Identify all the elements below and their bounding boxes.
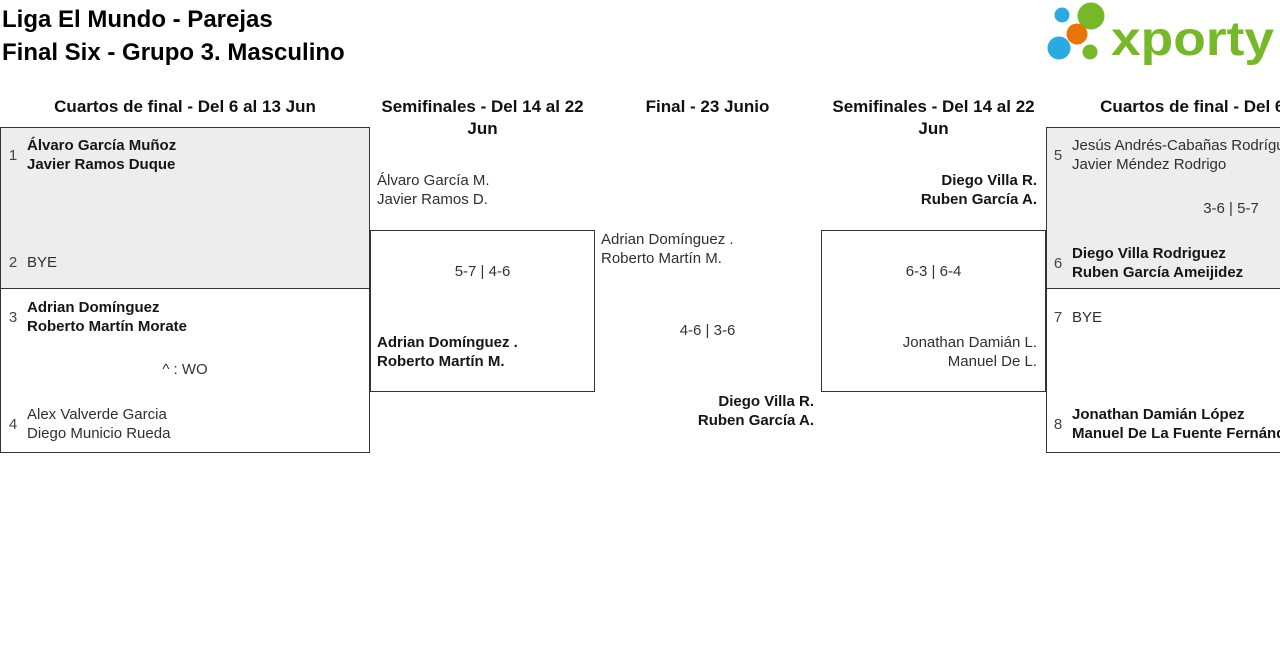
player-name: Javier Méndez Rodrigo bbox=[1072, 156, 1227, 173]
page-title: Liga El Mundo - Parejas Final Six - Grup… bbox=[2, 3, 345, 69]
entry-seed-6: 6 Diego Villa Rodriguez Ruben García Ame… bbox=[1052, 244, 1243, 282]
xporty-logo-icon: xporty bbox=[1047, 2, 1274, 66]
player-name: Jonathan Damián López bbox=[1072, 406, 1245, 423]
player-name: Roberto Martín M. bbox=[601, 250, 722, 267]
player-name: Diego Villa R. bbox=[718, 393, 814, 410]
player-name: BYE bbox=[27, 254, 58, 271]
player-name: BYE bbox=[1072, 309, 1103, 326]
sf-right-team-top: Diego Villa R. Ruben García A. bbox=[821, 171, 1037, 209]
sf-left-team-bottom: Adrian Domínguez . Roberto Martín M. bbox=[377, 333, 518, 371]
sf-left-score: 5-7 | 4-6 bbox=[454, 263, 511, 280]
match-qf-left-top[interactable] bbox=[0, 127, 370, 289]
xporty-logo[interactable]: xporty bbox=[1043, 2, 1280, 68]
player-name: Adrian Domínguez . bbox=[377, 334, 518, 351]
player-name: Diego Municio Rueda bbox=[27, 425, 171, 442]
player-name: Javier Ramos Duque bbox=[27, 156, 176, 173]
player-name: Diego Villa R. bbox=[941, 172, 1037, 189]
player-name: Ruben García A. bbox=[920, 191, 1037, 208]
player-name: Ruben García Ameijidez bbox=[1072, 264, 1244, 281]
round-header-sf-left: Semifinales - Del 14 al 22 Jun bbox=[381, 97, 584, 138]
sf-left-team-top: Álvaro García M. Javier Ramos D. bbox=[377, 171, 490, 209]
match-sf-right[interactable] bbox=[821, 230, 1046, 392]
round-header-sf-right: Semifinales - Del 14 al 22 Jun bbox=[832, 97, 1035, 138]
player-name: Álvaro García Muñoz bbox=[27, 137, 177, 154]
player-name: Ruben García A. bbox=[697, 412, 814, 429]
final-team-top: Adrian Domínguez . Roberto Martín M. bbox=[601, 230, 734, 268]
seed-number: 7 bbox=[1053, 309, 1063, 326]
match-qf-left-bottom[interactable] bbox=[0, 288, 370, 453]
player-name: Adrian Domínguez bbox=[27, 299, 160, 316]
sf-right-score: 6-3 | 6-4 bbox=[905, 263, 962, 280]
walkover-note: ^ : WO bbox=[162, 361, 208, 378]
seed-number: 2 bbox=[8, 254, 18, 271]
final-team-bottom: Diego Villa R. Ruben García A. bbox=[595, 392, 814, 430]
round-header-qf-right: Cuartos de final - Del 6 al 13 Jun bbox=[1100, 97, 1280, 116]
round-header-qf-left: Cuartos de final - Del 6 al 13 Jun bbox=[54, 97, 316, 116]
player-name: Roberto Martín Morate bbox=[27, 318, 188, 335]
sf-right-team-bottom: Jonathan Damián L. Manuel De L. bbox=[821, 333, 1037, 371]
entry-seed-7: 7 BYE bbox=[1052, 308, 1102, 327]
player-name: Álvaro García M. bbox=[377, 172, 490, 189]
player-name: Manuel De La Fuente Fernández bbox=[1072, 425, 1280, 442]
qf-right-top-score: 3-6 | 5-7 bbox=[1203, 200, 1259, 217]
match-sf-left[interactable] bbox=[370, 230, 595, 392]
page-title-line1: Liga El Mundo - Parejas bbox=[2, 6, 273, 33]
player-name: Roberto Martín M. bbox=[377, 353, 505, 370]
player-name: Manuel De L. bbox=[947, 353, 1037, 370]
entry-seed-8: 8 Jonathan Damián López Manuel De La Fue… bbox=[1052, 405, 1280, 443]
player-name: Alex Valverde Garcia bbox=[27, 406, 167, 423]
xporty-logo-text: xporty bbox=[1111, 13, 1274, 66]
player-name: Jesús Andrés-Cabañas Rodríguez bbox=[1072, 137, 1280, 154]
match-qf-right-bottom[interactable] bbox=[1046, 288, 1280, 453]
entry-seed-2: 2 BYE bbox=[7, 253, 57, 272]
seed-number: 3 bbox=[8, 308, 18, 326]
seed-number: 5 bbox=[1053, 146, 1063, 164]
player-name: Jonathan Damián L. bbox=[902, 334, 1037, 351]
entry-seed-4: 4 Alex Valverde Garcia Diego Municio Rue… bbox=[7, 405, 171, 443]
round-header-final: Final - 23 Junio bbox=[645, 97, 770, 116]
entry-seed-1: 1 Álvaro García Muñoz Javier Ramos Duque bbox=[7, 136, 176, 174]
entry-seed-5: 5 Jesús Andrés-Cabañas Rodríguez Javier … bbox=[1052, 136, 1280, 174]
final-score: 4-6 | 3-6 bbox=[679, 322, 736, 339]
player-name: Javier Ramos D. bbox=[377, 191, 488, 208]
player-name: Adrian Domínguez . bbox=[601, 231, 734, 248]
seed-number: 4 bbox=[8, 415, 18, 433]
seed-number: 6 bbox=[1053, 254, 1063, 272]
seed-number: 8 bbox=[1053, 415, 1063, 433]
match-qf-right-top[interactable] bbox=[1046, 127, 1280, 289]
seed-number: 1 bbox=[8, 146, 18, 164]
entry-seed-3: 3 Adrian Domínguez Roberto Martín Morate bbox=[7, 298, 187, 336]
player-name: Diego Villa Rodriguez bbox=[1072, 245, 1226, 262]
page-title-line2: Final Six - Grupo 3. Masculino bbox=[2, 39, 345, 66]
